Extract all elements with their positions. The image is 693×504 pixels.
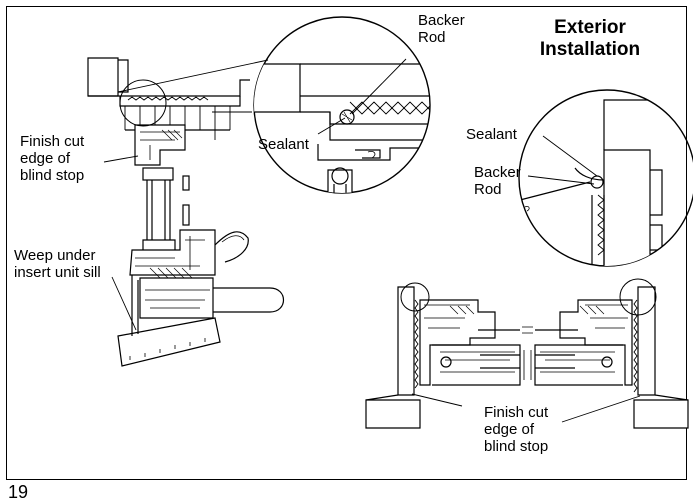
weep-label-2: insert unit sill: [14, 264, 101, 281]
left-section-drawing: [87, 57, 285, 367]
finish-cut-bottom-label-1: Finish cut: [484, 404, 549, 421]
finish-cut-bottom-label-2: edge of: [484, 421, 535, 438]
title-line-1: Exterior: [554, 17, 626, 38]
backer-rod-right-label-2: Rod: [474, 181, 502, 198]
finish-cut-left-label-1: Finish cut: [20, 133, 85, 150]
title-line-2: Installation: [539, 39, 641, 60]
backer-rod-top-label-2: Rod: [418, 29, 446, 46]
page-frame: [6, 6, 687, 480]
finish-cut-left-label-3: blind stop: [20, 167, 85, 184]
top-detail-circle: [253, 16, 431, 194]
page-number: 19: [8, 482, 29, 502]
right-detail-circle: [518, 89, 693, 267]
plan-section-drawing: [365, 278, 689, 429]
finish-cut-left-label-2: edge of: [20, 150, 71, 167]
finish-cut-bottom-label-3: blind stop: [484, 438, 549, 455]
sealant-right-label: Sealant: [466, 126, 517, 143]
sealant-top-label: Sealant: [258, 136, 309, 153]
backer-rod-right-label-1: Backer: [474, 164, 521, 181]
weep-label-1: Weep under: [14, 247, 96, 264]
backer-rod-top-label-1: Backer: [418, 12, 465, 29]
